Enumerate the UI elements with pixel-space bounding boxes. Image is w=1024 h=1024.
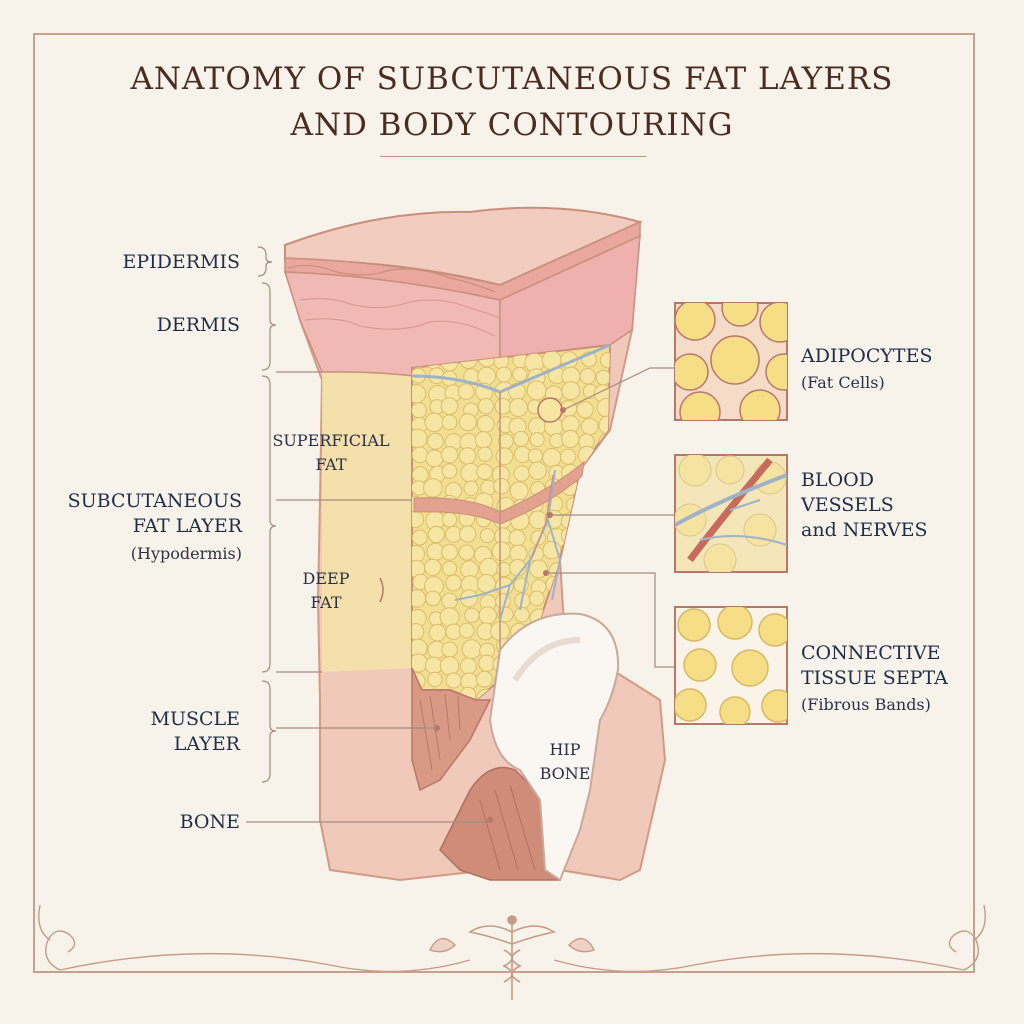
title-line-2: AND BODY CONTOURING bbox=[290, 107, 734, 143]
label-superficial-fat-1: SUPERFICIAL bbox=[272, 431, 390, 450]
label-blood-2: VESSELS bbox=[801, 494, 894, 516]
fat-cell bbox=[459, 525, 477, 543]
label-hip-bone-1: HIP bbox=[549, 740, 581, 759]
fat-cell bbox=[463, 480, 479, 496]
fat-cell bbox=[529, 559, 548, 579]
fat-cell bbox=[512, 366, 528, 383]
frame-border bbox=[33, 33, 975, 973]
fat-cell bbox=[475, 670, 493, 688]
fat-cell bbox=[514, 606, 530, 623]
fat-cell bbox=[457, 383, 475, 401]
epidermis-layer bbox=[284, 206, 643, 301]
label-connective-1: CONNECTIVE bbox=[801, 642, 941, 664]
fat-cell bbox=[440, 446, 459, 464]
label-epidermis: EPIDERMIS bbox=[122, 251, 240, 273]
inset-blood-vessels bbox=[674, 454, 788, 573]
label-connective-2: TISSUE SEPTA bbox=[801, 667, 948, 689]
label-subcutaneous-2: FAT LAYER bbox=[132, 515, 242, 537]
label-adipocytes: ADIPOCYTES bbox=[801, 345, 933, 367]
fat-cell bbox=[477, 446, 493, 462]
fat-cell bbox=[412, 529, 428, 546]
fat-cell bbox=[458, 544, 475, 561]
label-subcutaneous-1: SUBCUTANEOUS bbox=[67, 490, 242, 512]
fat-cell bbox=[441, 543, 458, 561]
label-superficial-fat-2: FAT bbox=[315, 455, 347, 474]
fat-cell bbox=[458, 622, 475, 639]
label-deep-fat-1: DEEP bbox=[302, 569, 350, 588]
label-fibrous-bands: (Fibrous Bands) bbox=[801, 695, 931, 714]
label-muscle-1: MUSCLE bbox=[150, 708, 240, 730]
fat-cell bbox=[424, 558, 442, 576]
fat-cell bbox=[477, 398, 495, 415]
fat-cell bbox=[561, 381, 581, 401]
right-connectors bbox=[546, 367, 675, 668]
bottom-ornament bbox=[38, 904, 986, 973]
fat-cell bbox=[423, 478, 443, 498]
fat-cell bbox=[458, 413, 477, 432]
fat-cell bbox=[529, 590, 545, 607]
label-muscle-2: LAYER bbox=[173, 733, 240, 755]
label-hip-bone-2: BONE bbox=[539, 764, 591, 783]
fat-cell bbox=[441, 414, 458, 431]
fat-cell bbox=[441, 560, 458, 577]
title-divider bbox=[380, 156, 646, 157]
fat-cell bbox=[599, 352, 610, 369]
muscle-layer bbox=[411, 667, 561, 881]
inset-connective-septa bbox=[674, 606, 788, 725]
caduceus-icon bbox=[467, 915, 557, 1000]
fat-cell bbox=[441, 463, 458, 479]
fat-cell bbox=[425, 590, 441, 607]
left-leader-lines bbox=[246, 371, 490, 823]
fat-cell bbox=[529, 432, 545, 448]
label-dermis: DERMIS bbox=[156, 314, 240, 336]
label-hypodermis: (Hypodermis) bbox=[130, 544, 242, 563]
label-blood-3: and NERVES bbox=[801, 519, 928, 541]
fat-cell bbox=[426, 432, 444, 450]
left-braces bbox=[257, 246, 277, 783]
label-blood-1: BLOOD bbox=[801, 469, 874, 491]
hip-bone bbox=[488, 612, 620, 882]
title-line-1: ANATOMY OF SUBCUTANEOUS FAT LAYERS bbox=[130, 61, 894, 97]
fat-cell bbox=[427, 525, 446, 544]
fat-cell bbox=[427, 671, 443, 688]
label-bone: BONE bbox=[179, 811, 240, 833]
fat-cell bbox=[576, 401, 594, 419]
label-deep-fat-2: FAT bbox=[310, 593, 342, 612]
fat-cell bbox=[493, 477, 510, 495]
fat-cell bbox=[528, 461, 547, 480]
label-fat-cells: (Fat Cells) bbox=[801, 373, 885, 392]
inset-adipocytes bbox=[674, 302, 788, 421]
fat-cell bbox=[579, 368, 596, 385]
